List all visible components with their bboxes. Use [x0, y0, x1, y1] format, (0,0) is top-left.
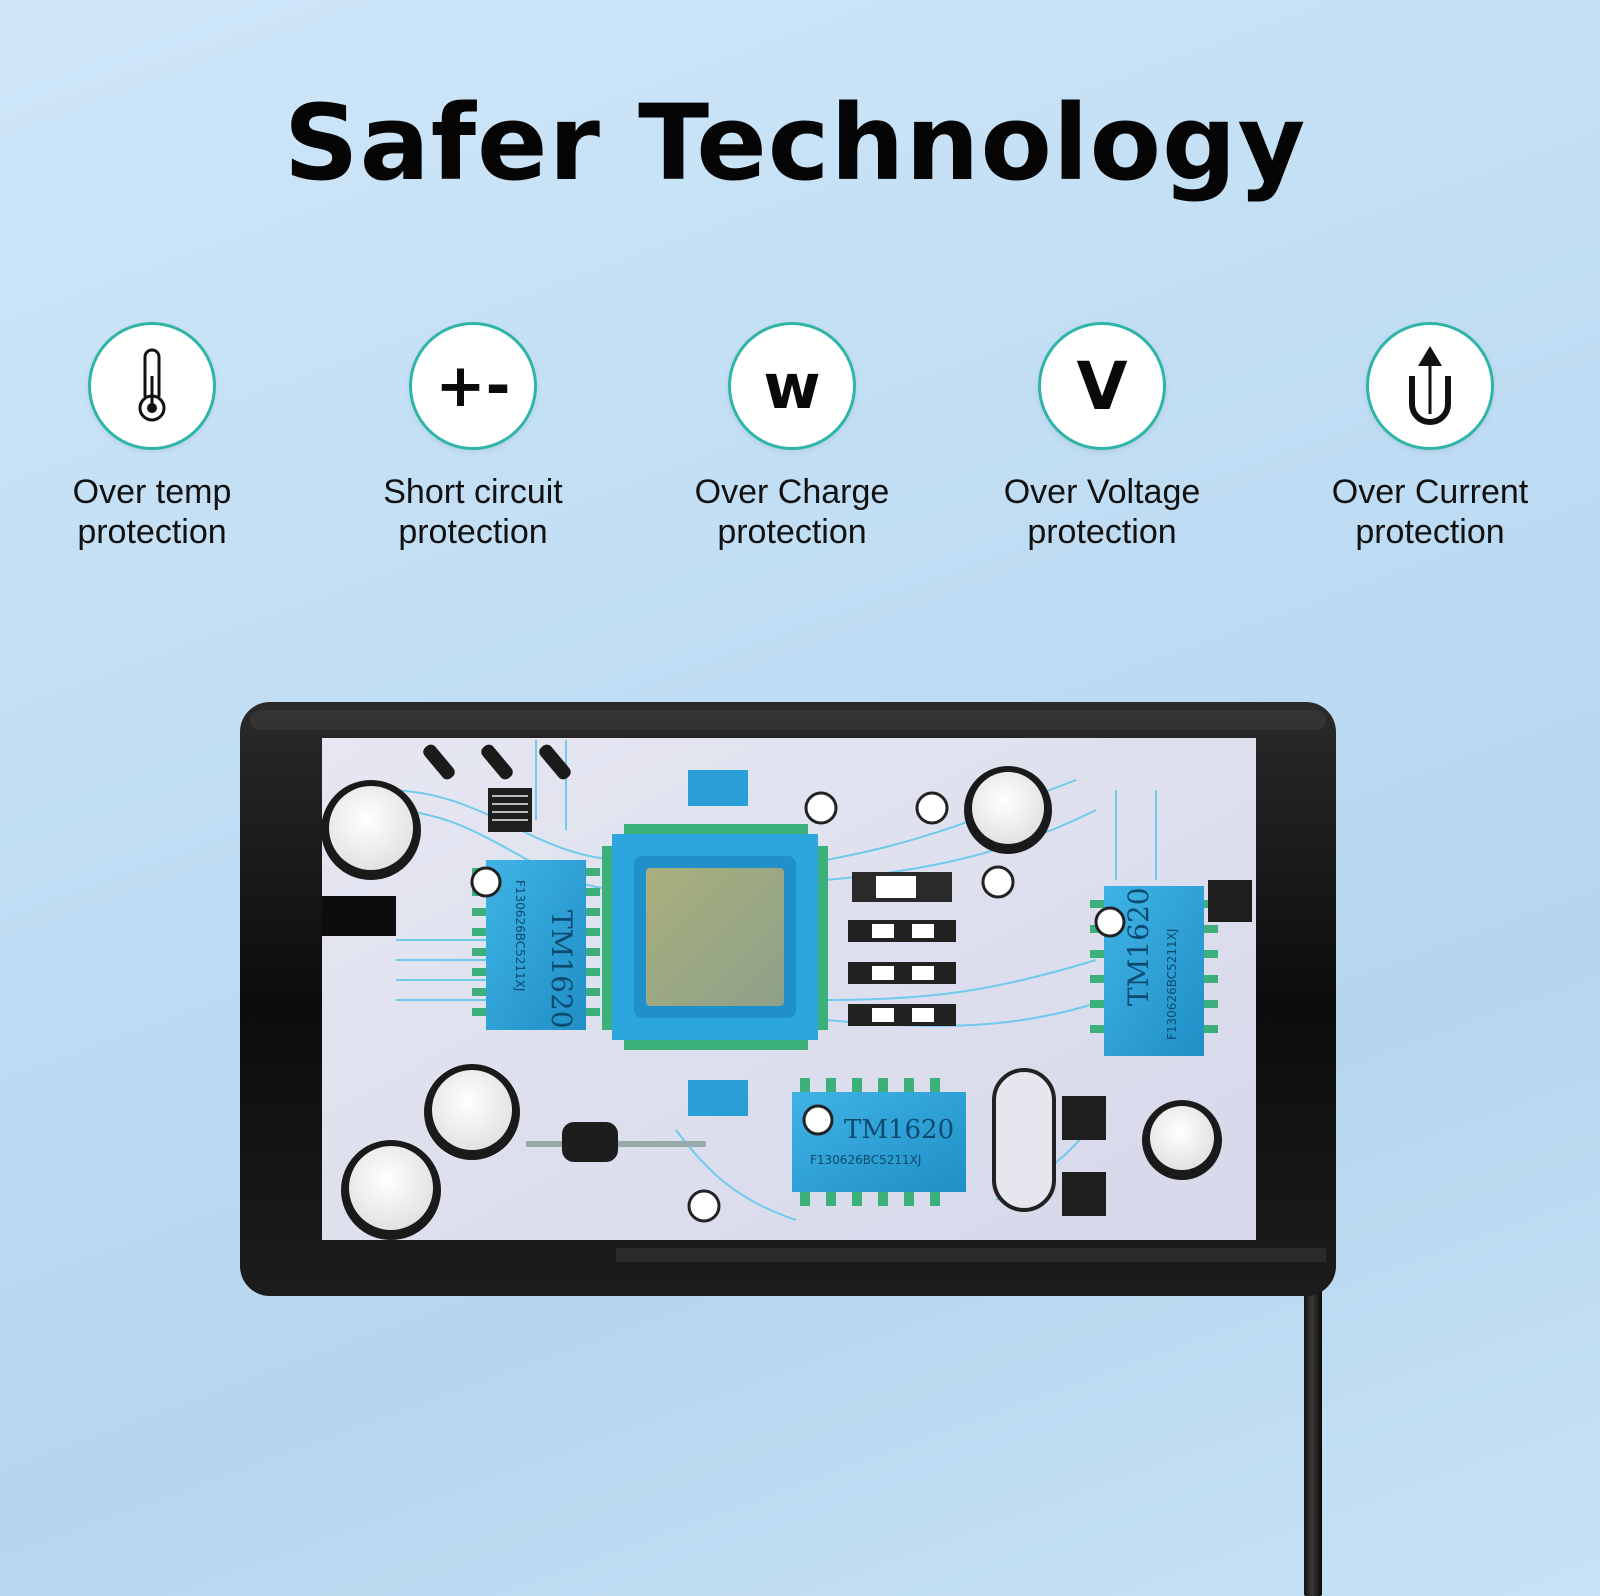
chip-bottom-model: TM1620 — [844, 1115, 954, 1145]
plus-minus-glyph: +- — [435, 351, 511, 421]
feature-row: Over temp protection +- Short circuit pr… — [0, 322, 1600, 582]
chip-right-code: F130626BC5211XJ — [1165, 929, 1179, 1040]
feature-over-charge: w Over Charge protection — [652, 322, 932, 552]
feature-label-line1: Over Charge — [694, 473, 890, 511]
feature-label-line2: protection — [77, 513, 227, 551]
chip-bottom: TM1620 F130626BC5211XJ — [792, 1078, 966, 1206]
volt-glyph: V — [1076, 347, 1128, 425]
feature-label-line2: protection — [398, 513, 548, 551]
feature-label: Over temp protection — [12, 472, 292, 552]
feature-label-line1: Over temp — [72, 473, 232, 511]
chip-right-model: TM1620 — [1122, 887, 1155, 1006]
watt-icon: w — [728, 322, 856, 450]
feature-label-line2: protection — [717, 513, 867, 551]
feature-label-line1: Over Voltage — [1003, 473, 1201, 511]
chip-left-code: F130626BC5211XJ — [513, 880, 527, 991]
charger-circuit-illustration: TM1620 F130626BC5211XJ — [240, 702, 1336, 1296]
feature-label-line1: Over Current — [1331, 473, 1529, 511]
feature-over-temp: Over temp protection — [12, 322, 292, 552]
watt-glyph: w — [763, 349, 821, 423]
chip-bottom-code: F130626BC5211XJ — [810, 1153, 921, 1167]
crystal-oscillator — [992, 1068, 1056, 1212]
chip-left-model: TM1620 — [545, 910, 578, 1029]
chip-left: TM1620 F130626BC5211XJ — [470, 860, 600, 1030]
feature-label: Over Voltage protection — [962, 472, 1242, 552]
main-processor — [602, 824, 828, 1050]
feature-label-line2: protection — [1355, 513, 1505, 551]
current-arrow-icon — [1366, 322, 1494, 450]
feature-label-line1: Short circuit — [383, 473, 563, 511]
volt-icon: V — [1038, 322, 1166, 450]
plus-minus-icon: +- — [409, 322, 537, 450]
feature-label: Short circuit protection — [333, 472, 613, 552]
power-cable — [1304, 1260, 1322, 1596]
feature-label-line2: protection — [1027, 513, 1177, 551]
resistors — [423, 744, 571, 780]
feature-label: Over Charge protection — [652, 472, 932, 552]
inductor — [562, 1122, 618, 1162]
chip-right: TM1620 F130626BC5211XJ — [1090, 880, 1252, 1056]
thermometer-icon — [88, 322, 216, 450]
feature-over-voltage: V Over Voltage protection — [962, 322, 1242, 552]
capacitors — [321, 766, 1222, 1240]
feature-label: Over Current protection — [1290, 472, 1570, 552]
feature-over-current: Over Current protection — [1290, 322, 1570, 552]
page-headline: Safer Technology — [283, 82, 1307, 204]
feature-short-circuit: +- Short circuit protection — [333, 322, 613, 552]
